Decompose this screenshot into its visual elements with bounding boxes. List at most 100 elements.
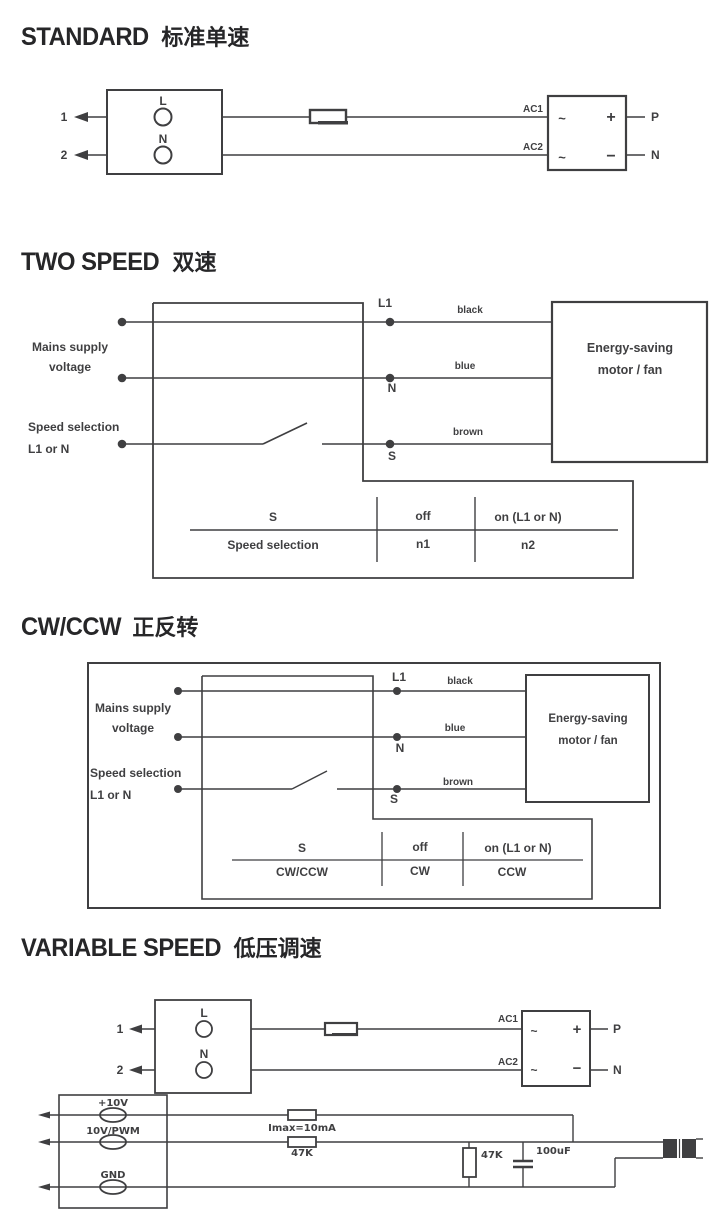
wire-color-blue: blue (455, 361, 476, 372)
section-title-standard-en: STANDARD (21, 23, 149, 51)
live-label: L (200, 1006, 207, 1020)
cw-ccw-circuit-diagram: Mains supply voltage Speed selection L1 … (87, 662, 661, 909)
section-title-variable-speed: VARIABLE SPEED 低压调速 (21, 931, 322, 963)
mains-label-line1: Mains supply (32, 340, 108, 354)
junction-l1-label: L1 (392, 670, 406, 684)
n-wire (117, 373, 552, 383)
terminal-2-label: 2 (117, 1063, 124, 1077)
junction-n-label: N (388, 381, 397, 395)
fuse-icon (323, 1021, 359, 1037)
wire-color-brown: brown (453, 427, 483, 438)
ac1-label: AC1 (498, 1014, 518, 1025)
table-value-off: n1 (416, 537, 430, 551)
l1-wire (174, 687, 526, 695)
shunt-resistor: 47K (462, 1142, 504, 1187)
plus-label: + (573, 1021, 582, 1038)
table-row-label: Speed selection (227, 538, 318, 552)
table-header-on: on (L1 or N) (494, 510, 561, 524)
output-n-label: N (651, 148, 660, 162)
neutral-label: N (200, 1047, 209, 1061)
table-header-off: off (412, 840, 428, 854)
controller-outline (201, 675, 593, 900)
arrow-left-1-icon (74, 112, 88, 122)
minus-label: − (573, 1060, 582, 1077)
minus-label: − (606, 148, 615, 165)
plus-label: + (606, 109, 615, 126)
switch-blade-icon (262, 422, 308, 445)
section-title-variable-speed-zh: 低压调速 (233, 936, 322, 961)
imax-label: Imax=10mA (268, 1123, 336, 1134)
l1-wire (117, 317, 552, 327)
section-title-standard: STANDARD 标准单速 (21, 20, 249, 52)
ac2-label: AC2 (523, 142, 543, 153)
switch-blade-icon (291, 770, 328, 790)
motor-box: Energy-saving motor / fan (525, 674, 650, 803)
arrow-left-pwm-icon (38, 1138, 50, 1146)
wire-color-black: black (457, 305, 483, 316)
section-title-cw-ccw-zh: 正反转 (132, 615, 199, 640)
output-p-label: P (613, 1022, 621, 1036)
variable-speed-circuit-diagram: 1 2 L N AC1 AC2 ~ ~ + − P N (38, 999, 703, 1209)
arrow-left-2-icon (74, 150, 88, 160)
arrow-left-gnd-icon (38, 1183, 50, 1191)
tilde-top: ~ (558, 111, 566, 126)
live-label: L (159, 94, 166, 108)
speed-label-line1: Speed selection (28, 420, 119, 434)
section-title-two-speed: TWO SPEED 双速 (21, 245, 217, 277)
label-gnd: GND (101, 1170, 126, 1181)
label-10v: +10V (98, 1098, 128, 1109)
current-limit-fuse: Imax=10mA (268, 1109, 336, 1134)
ac2-label: AC2 (498, 1057, 518, 1068)
terminal-n-icon (195, 1061, 213, 1079)
wire-color-black: black (447, 676, 473, 687)
speed-label-line1: Speed selection (90, 766, 181, 780)
terminal-n-icon (153, 145, 173, 165)
mains-label-line2: voltage (49, 360, 91, 374)
output-n-label: N (613, 1063, 622, 1077)
controller-outline (152, 302, 634, 579)
arrow-left-1-icon (129, 1024, 142, 1034)
n-wire (174, 733, 526, 741)
section-title-cw-ccw-en: CW/CCW (21, 613, 122, 641)
section-title-cw-ccw: CW/CCW 正反转 (21, 610, 198, 642)
terminal-l-icon (195, 1020, 213, 1038)
terminal-2-label: 2 (61, 148, 68, 162)
ac1-label: AC1 (523, 104, 543, 115)
table-header-s: S (269, 510, 277, 524)
mains-label-line1: Mains supply (95, 701, 171, 715)
series-resistor: 47K (287, 1136, 317, 1159)
motor-label-line2: motor / fan (558, 735, 617, 747)
fuse-icon (308, 108, 348, 125)
table-header-off: off (415, 509, 431, 523)
arrow-left-10v-icon (38, 1111, 50, 1119)
motor-label-line2: motor / fan (598, 363, 663, 377)
section-title-two-speed-zh: 双速 (172, 250, 217, 275)
section-title-variable-speed-en: VARIABLE SPEED (21, 934, 222, 962)
table-row-label: CW/CCW (276, 865, 329, 879)
mains-terminal-block: L N (154, 999, 252, 1094)
junction-l1-label: L1 (378, 296, 392, 310)
table-value-on: n2 (521, 538, 535, 552)
mains-terminal-block: L N (106, 89, 223, 175)
series-resistor-label: 47K (291, 1148, 314, 1159)
table-header-s: S (298, 841, 306, 855)
wire-color-blue: blue (445, 723, 466, 734)
section-title-two-speed-en: TWO SPEED (21, 248, 160, 276)
speed-label-line2: L1 or N (90, 788, 131, 802)
wire-pwm (38, 1138, 663, 1146)
terminal-1-label: 1 (61, 110, 68, 124)
tilde-bottom: ~ (558, 150, 566, 165)
junction-n-label: N (396, 741, 405, 755)
capacitor: 100uF (513, 1142, 571, 1187)
speed-table: S off on (L1 or N) Speed selection n1 n2 (190, 497, 618, 562)
motor-label-line1: Energy-saving (587, 341, 673, 355)
arrow-left-2-icon (129, 1065, 142, 1075)
terminal-l-icon (153, 107, 173, 127)
table-value-off: CW (410, 864, 431, 878)
mains-label-line2: voltage (112, 721, 154, 735)
speed-label-line2: L1 or N (28, 442, 69, 456)
motor-box: Energy-saving motor / fan (550, 300, 709, 464)
capacitor-label: 100uF (536, 1146, 571, 1157)
junction-s-label: S (388, 449, 396, 463)
